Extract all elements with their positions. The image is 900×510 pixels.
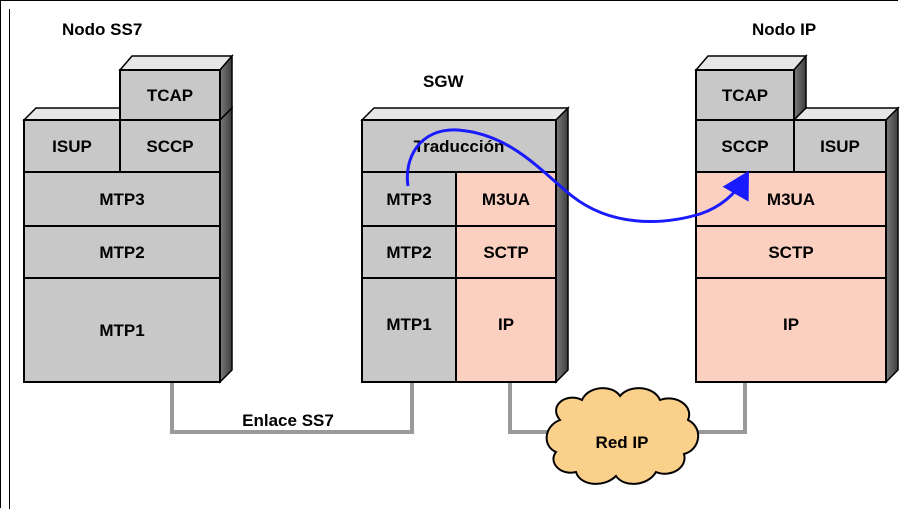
ip-link-line-node (690, 382, 747, 434)
ss7-tcap-layer (119, 69, 221, 121)
sgw-mtp2-label: MTP2 (386, 243, 431, 262)
sgw-ip-layer (455, 277, 557, 383)
sgw-mtp3-label: MTP3 (386, 190, 431, 209)
ss7-link-label: Enlace SS7 (242, 411, 334, 430)
ip-network-cloud: Red IP (545, 387, 699, 485)
ip-sccp-label: SCCP (721, 137, 768, 156)
ss7-node-title: Nodo SS7 (62, 20, 143, 39)
sgw-mtp1-label: MTP1 (386, 315, 431, 334)
sgw-mtp1-layer (361, 277, 457, 383)
ss7-isup-label: ISUP (52, 137, 92, 156)
connection-lines (170, 382, 747, 434)
ip-tcap-layer (695, 69, 795, 121)
sgw-translation-label: Traducción (414, 137, 505, 156)
ip-tcap-label: TCAP (722, 86, 768, 105)
sgw-mtp2-layer (361, 225, 457, 279)
ss7-mtp3-label: MTP3 (99, 190, 144, 209)
ss7-mtp1-layer (23, 277, 221, 383)
ss7-node-stack: TCAP ISUP SCCP MTP3 MTP2 MTP1 (22, 53, 234, 384)
ip-network-label: Red IP (596, 433, 649, 452)
ip-link-line-sgw (508, 382, 560, 434)
signal-flow-arrow (405, 128, 749, 223)
ip-node-stack: TCAP SCCP ISUP M3UA SCTP IP (694, 53, 900, 384)
ss7-mtp1-label: MTP1 (99, 321, 144, 340)
ip-node-title: Nodo IP (752, 20, 817, 39)
sgw-stack: Traducción MTP3 M3UA MTP2 SCTP MTP1 IP (360, 106, 570, 384)
ss7-link-line (170, 382, 414, 434)
ss7-mtp2-label: MTP2 (99, 243, 144, 262)
ip-m3ua-label: M3UA (767, 190, 815, 209)
sgw-title: SGW (423, 72, 464, 91)
ss7-sccp-label: SCCP (146, 137, 193, 156)
sgw-sctp-label: SCTP (483, 243, 528, 262)
ip-sctp-label: SCTP (768, 243, 813, 262)
ss7-tcap-label: TCAP (147, 86, 193, 105)
sgw-m3ua-label: M3UA (482, 190, 530, 209)
sgw-mtp3-layer (361, 171, 457, 227)
sgw-ip-label: IP (498, 315, 514, 334)
ip-ip-layer (695, 277, 887, 383)
ip-isup-label: ISUP (820, 137, 860, 156)
ip-ip-label: IP (783, 315, 799, 334)
ss7-mtp2-layer (23, 225, 221, 279)
sgw-sctp-layer (455, 225, 557, 279)
